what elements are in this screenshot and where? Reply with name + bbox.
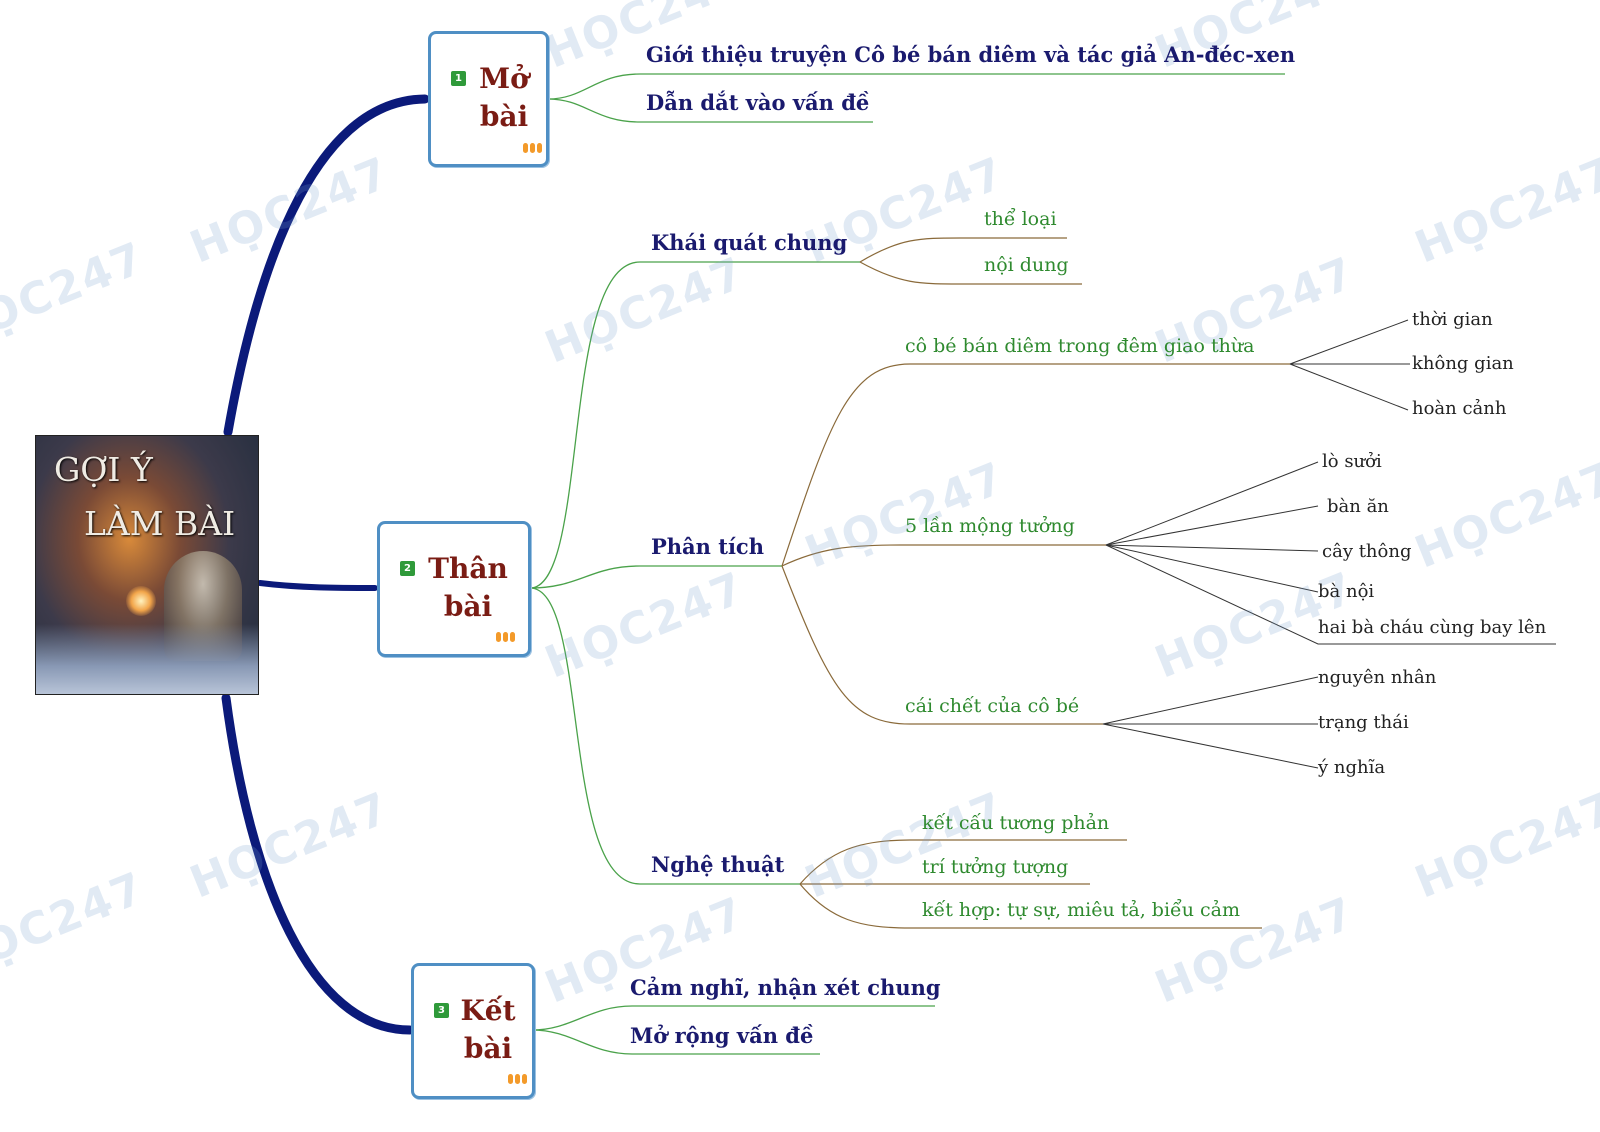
section-ket-bai[interactable]: 3 Kết bài xyxy=(411,963,535,1099)
number-badge: 2 xyxy=(400,561,415,576)
snow-ground xyxy=(36,624,258,694)
number-badge: 3 xyxy=(434,1003,449,1018)
line-the-loai xyxy=(859,237,1067,263)
topic-cam-nghi[interactable]: Cảm nghĩ, nhận xét chung xyxy=(630,975,941,1000)
line-5-lan xyxy=(781,544,1106,567)
topic-cay-thong[interactable]: cây thông xyxy=(1322,541,1412,562)
topic-co-be-ban-diem[interactable]: cô bé bán diêm trong đêm giao thừa xyxy=(905,335,1255,357)
section-than-bai[interactable]: 2 Thân bài xyxy=(377,521,531,657)
line-cay-thong xyxy=(1105,544,1319,552)
line-mo-bai-1 xyxy=(547,73,1285,100)
line-y-nghia xyxy=(1102,723,1319,769)
line-co-be-ban-diem xyxy=(781,363,1290,567)
line-ba-noi xyxy=(1105,544,1319,593)
topic-khong-gian[interactable]: không gian xyxy=(1412,353,1514,374)
line-hoan-canh xyxy=(1289,363,1409,411)
branch-than-bai xyxy=(257,580,378,591)
topic-ket-hop[interactable]: kết hợp: tự sự, miêu tả, biểu cảm xyxy=(922,899,1240,921)
line-ban-an xyxy=(1105,505,1319,546)
line-phan-tich xyxy=(529,565,782,589)
topic-hoan-canh[interactable]: hoàn cảnh xyxy=(1412,398,1507,419)
section-label: Thân bài xyxy=(428,552,508,623)
topic-nghe-thuat[interactable]: Nghệ thuật xyxy=(651,852,785,877)
line-thoi-gian xyxy=(1289,319,1409,365)
central-topic-image[interactable]: GỢI Ý LÀM BÀI xyxy=(35,435,259,695)
collapse-indicator[interactable] xyxy=(523,143,542,153)
line-nguyen-nhan xyxy=(1102,676,1319,725)
topic-hai-ba-chau[interactable]: hai bà cháu cùng bay lên xyxy=(1318,617,1547,638)
line-ket-bai-1 xyxy=(531,1005,935,1031)
topic-dan-dat[interactable]: Dẫn dắt vào vấn đề xyxy=(646,90,870,115)
topic-y-nghia[interactable]: ý nghĩa xyxy=(1318,757,1386,778)
branch-mo-bai xyxy=(223,94,430,437)
central-title-line1: GỢI Ý xyxy=(54,450,153,489)
line-nghe-thuat xyxy=(529,587,800,885)
topic-ba-noi[interactable]: bà nội xyxy=(1318,581,1375,602)
line-ket-bai-2 xyxy=(531,1029,820,1055)
topic-thoi-gian[interactable]: thời gian xyxy=(1412,309,1493,330)
topic-khai-quat-chung[interactable]: Khái quát chung xyxy=(651,230,848,255)
line-mo-bai-2 xyxy=(547,98,873,123)
line-ket-hop xyxy=(799,883,1262,929)
line-cai-chet xyxy=(781,565,1103,725)
collapse-indicator[interactable] xyxy=(496,632,515,642)
section-mo-bai[interactable]: 1 Mở bài xyxy=(428,31,549,167)
collapse-indicator[interactable] xyxy=(508,1074,527,1084)
line-lo-suoi xyxy=(1105,461,1319,546)
line-khai-quat xyxy=(529,261,860,589)
topic-nguyen-nhan[interactable]: nguyên nhân xyxy=(1318,667,1437,688)
topic-5-lan-mong-tuong[interactable]: 5 lần mộng tưởng xyxy=(905,515,1075,537)
topic-gioi-thieu[interactable]: Giới thiệu truyện Cô bé bán diêm và tác … xyxy=(646,42,1296,67)
branch-ket-bai xyxy=(221,693,415,1035)
line-ket-cau xyxy=(799,839,1127,885)
number-badge: 1 xyxy=(451,71,466,86)
topic-phan-tich[interactable]: Phân tích xyxy=(651,534,764,559)
topic-lo-suoi[interactable]: lò sưởi xyxy=(1322,451,1382,472)
topic-the-loai[interactable]: thể loại xyxy=(984,208,1057,230)
central-title-line2: LÀM BÀI xyxy=(84,504,236,543)
line-hai-ba-chau xyxy=(1105,544,1556,645)
topic-ket-cau[interactable]: kết cấu tương phản xyxy=(922,812,1110,834)
topic-ban-an[interactable]: bàn ăn xyxy=(1327,496,1389,517)
section-label: Mở bài xyxy=(479,62,529,133)
topic-tri-tuong-tuong[interactable]: trí tưởng tượng xyxy=(922,856,1069,878)
topic-cai-chet[interactable]: cái chết của cô bé xyxy=(905,695,1080,717)
line-noi-dung xyxy=(859,261,1082,285)
topic-mo-rong[interactable]: Mở rộng vấn đề xyxy=(630,1023,814,1048)
topic-noi-dung[interactable]: nội dung xyxy=(984,254,1069,276)
section-label: Kết bài xyxy=(460,994,516,1065)
match-light xyxy=(126,586,156,616)
topic-trang-thai[interactable]: trạng thái xyxy=(1318,712,1409,733)
